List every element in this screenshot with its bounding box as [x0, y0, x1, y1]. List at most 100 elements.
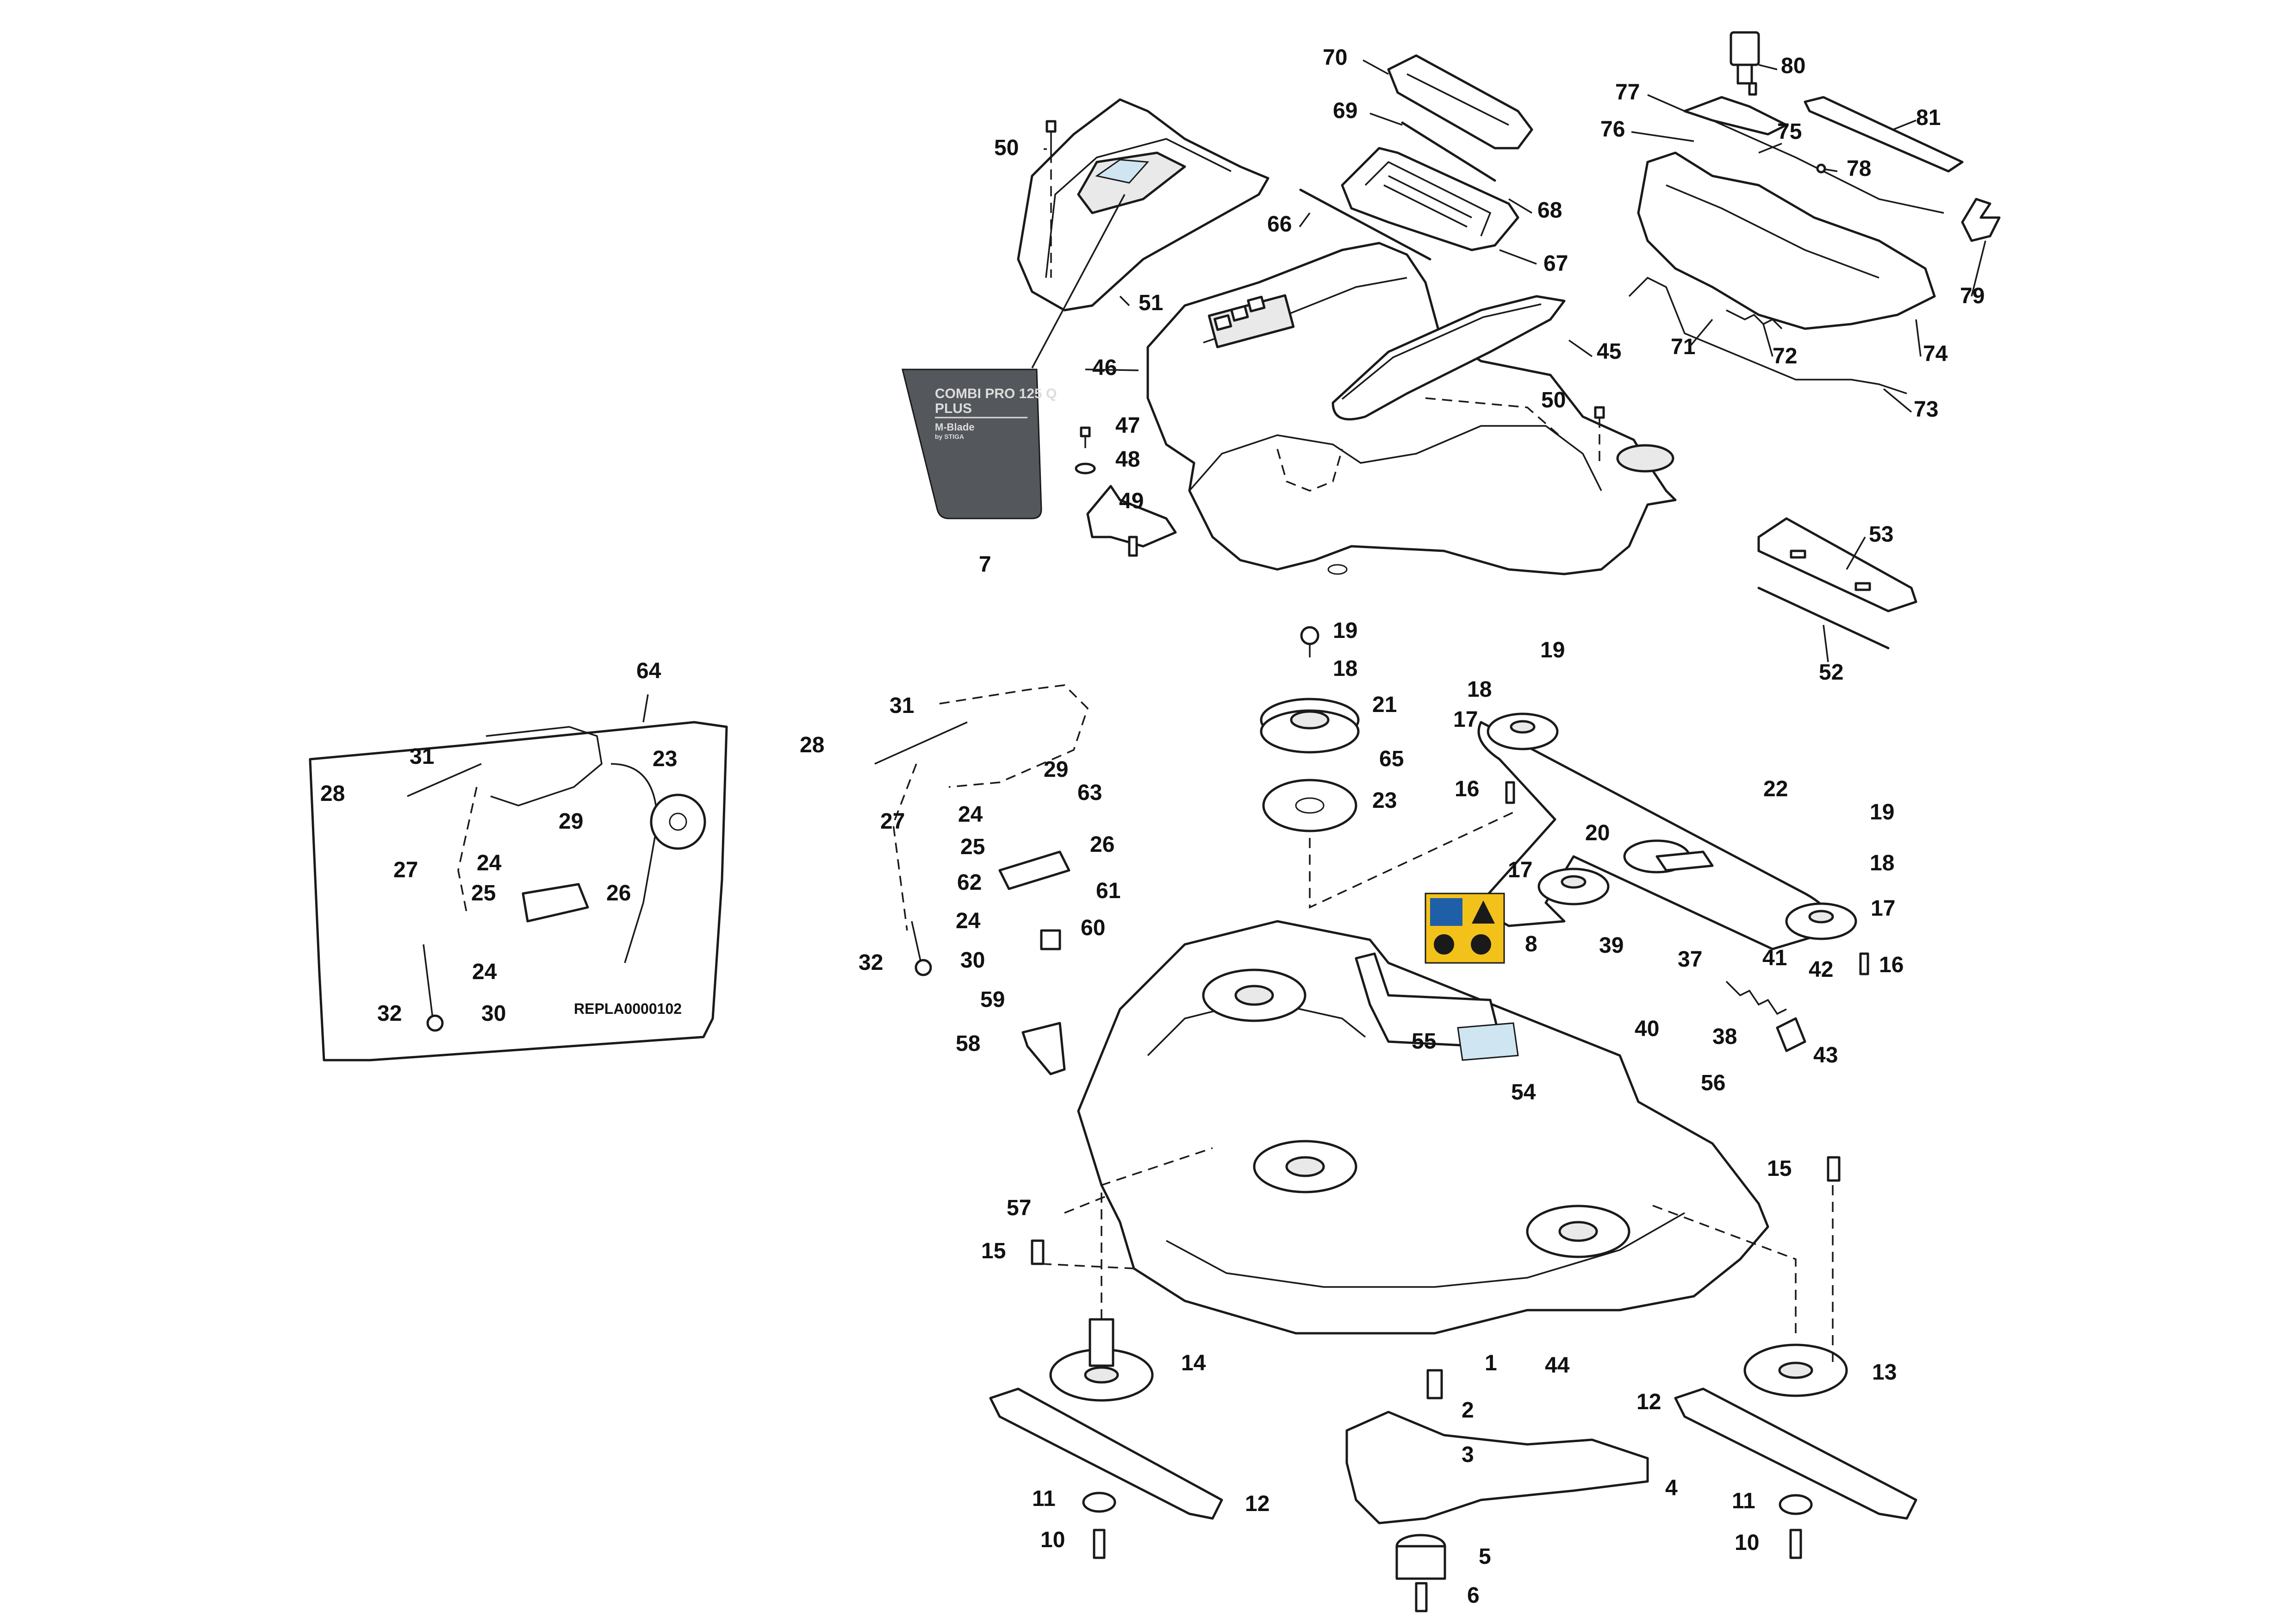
- callout-64: 64: [636, 659, 661, 683]
- callout-28-inset: 28: [320, 781, 345, 806]
- part-43-bracket: [1776, 1017, 1806, 1052]
- callout-4: 4: [1665, 1476, 1678, 1500]
- callout-19-right: 19: [1870, 800, 1894, 824]
- part-77-lever: [1683, 96, 1788, 136]
- part-49-bracket: [1086, 485, 1177, 557]
- callout-53: 53: [1869, 522, 1893, 547]
- callout-55: 55: [1412, 1029, 1436, 1054]
- callout-16-left: 16: [1455, 777, 1479, 801]
- part-14-spindle: [1049, 1318, 1154, 1402]
- part-50-bolt-left: [1045, 120, 1057, 278]
- callout-49: 49: [1119, 489, 1144, 513]
- part-26-bracket: [998, 850, 1070, 890]
- callout-31-inset: 31: [410, 744, 434, 769]
- callout-12-right: 12: [1636, 1390, 1661, 1414]
- callout-18-top: 18: [1467, 677, 1492, 702]
- callout-73: 73: [1914, 397, 1938, 422]
- part-10-bolt-left: [1093, 1529, 1106, 1559]
- callout-26-inset: 26: [606, 881, 631, 906]
- callout-21: 21: [1372, 693, 1397, 717]
- inset-reference-code: REPLA0000102: [574, 1000, 682, 1017]
- callout-47: 47: [1115, 413, 1140, 438]
- callout-5: 5: [1479, 1544, 1491, 1569]
- part-21-pulley: [1260, 698, 1360, 754]
- callout-37: 37: [1678, 947, 1702, 972]
- callout-76: 76: [1600, 117, 1625, 142]
- part-72-spring: [1726, 309, 1783, 330]
- part-75-rod: [1712, 119, 1944, 214]
- callout-22: 22: [1763, 777, 1788, 801]
- part-80-key: [1730, 31, 1760, 96]
- part-11-washer-right: [1779, 1494, 1813, 1515]
- part-70-cover: [1387, 54, 1533, 150]
- part-81-strip: [1804, 96, 1964, 173]
- callout-80: 80: [1781, 54, 1805, 78]
- callout-24-inset-b: 24: [472, 960, 497, 984]
- callout-50-left: 50: [994, 136, 1019, 160]
- callout-60: 60: [1081, 916, 1105, 940]
- callout-75: 75: [1777, 119, 1802, 144]
- part-52-rod: [1757, 587, 1890, 650]
- callout-41: 41: [1762, 946, 1787, 970]
- callout-43: 43: [1813, 1043, 1838, 1068]
- part-17-pulley-top: [1487, 712, 1559, 750]
- callout-40: 40: [1635, 1017, 1659, 1041]
- callout-44: 44: [1545, 1353, 1570, 1378]
- part-60-nut: [1040, 929, 1061, 950]
- callout-63: 63: [1077, 781, 1102, 805]
- callout-25: 25: [960, 835, 985, 859]
- callout-48: 48: [1115, 447, 1140, 472]
- callout-32: 32: [859, 950, 883, 975]
- callout-51: 51: [1139, 291, 1163, 315]
- part-19-bolt-center: [1300, 626, 1319, 657]
- part-12-blade-left: [989, 1387, 1223, 1520]
- part-58-bracket: [1021, 1022, 1066, 1075]
- part-50-bolt-right: [1594, 406, 1605, 468]
- callout-38: 38: [1712, 1024, 1737, 1049]
- part-47-screw: [1080, 426, 1091, 448]
- callout-8: 8: [1525, 932, 1537, 956]
- part-51-front-cover: [1017, 98, 1269, 312]
- callout-61: 61: [1096, 879, 1120, 903]
- callout-42: 42: [1809, 957, 1833, 982]
- callout-17-top: 17: [1453, 707, 1478, 732]
- callout-6: 6: [1467, 1583, 1480, 1608]
- callout-68: 68: [1537, 198, 1562, 223]
- part-16-pin-right: [1859, 952, 1869, 975]
- part-5-hub: [1395, 1534, 1446, 1580]
- callout-16-right: 16: [1879, 953, 1904, 977]
- callout-25-inset: 25: [471, 881, 496, 906]
- part-7-decal: COMBI PRO 125 Q PLUS M-Blade by STIGA: [902, 194, 1126, 519]
- callout-23-inset: 23: [653, 747, 677, 771]
- callout-65: 65: [1379, 747, 1404, 771]
- part-10-bolt-right: [1789, 1529, 1802, 1559]
- part-20-tensioner: [1623, 839, 1714, 874]
- lever-outline-group: [874, 684, 1089, 976]
- inset-spring-32: [423, 944, 444, 1032]
- callout-56: 56: [1701, 1071, 1725, 1095]
- callout-29-inset: 29: [559, 809, 583, 834]
- part-12-blade-right: [1674, 1387, 1917, 1520]
- callout-18-right: 18: [1870, 851, 1894, 875]
- part-53-bar: [1757, 517, 1917, 612]
- decal-line1: COMBI PRO 125 Q: [935, 386, 1057, 401]
- inset-gear-23: [650, 793, 706, 850]
- part-17-pulley-right: [1785, 902, 1857, 940]
- callout-69: 69: [1333, 99, 1357, 123]
- inset-bracket-26: [522, 883, 589, 923]
- part-11-washer-left: [1082, 1492, 1116, 1513]
- callout-71: 71: [1671, 335, 1695, 359]
- part-64-inset-panel: [309, 694, 728, 1062]
- callout-62: 62: [957, 870, 982, 895]
- callout-19-top: 19: [1540, 638, 1565, 662]
- callout-50-right: 50: [1541, 388, 1566, 412]
- callout-12-left: 12: [1245, 1492, 1269, 1516]
- callout-67: 67: [1543, 251, 1568, 276]
- inset-cable-31: [407, 763, 482, 797]
- callout-24-b: 24: [956, 909, 981, 933]
- callout-27-inset: 27: [393, 858, 418, 882]
- part-1-deck: [1077, 920, 1769, 1335]
- callout-1: 1: [1485, 1351, 1497, 1375]
- callout-23: 23: [1372, 788, 1397, 813]
